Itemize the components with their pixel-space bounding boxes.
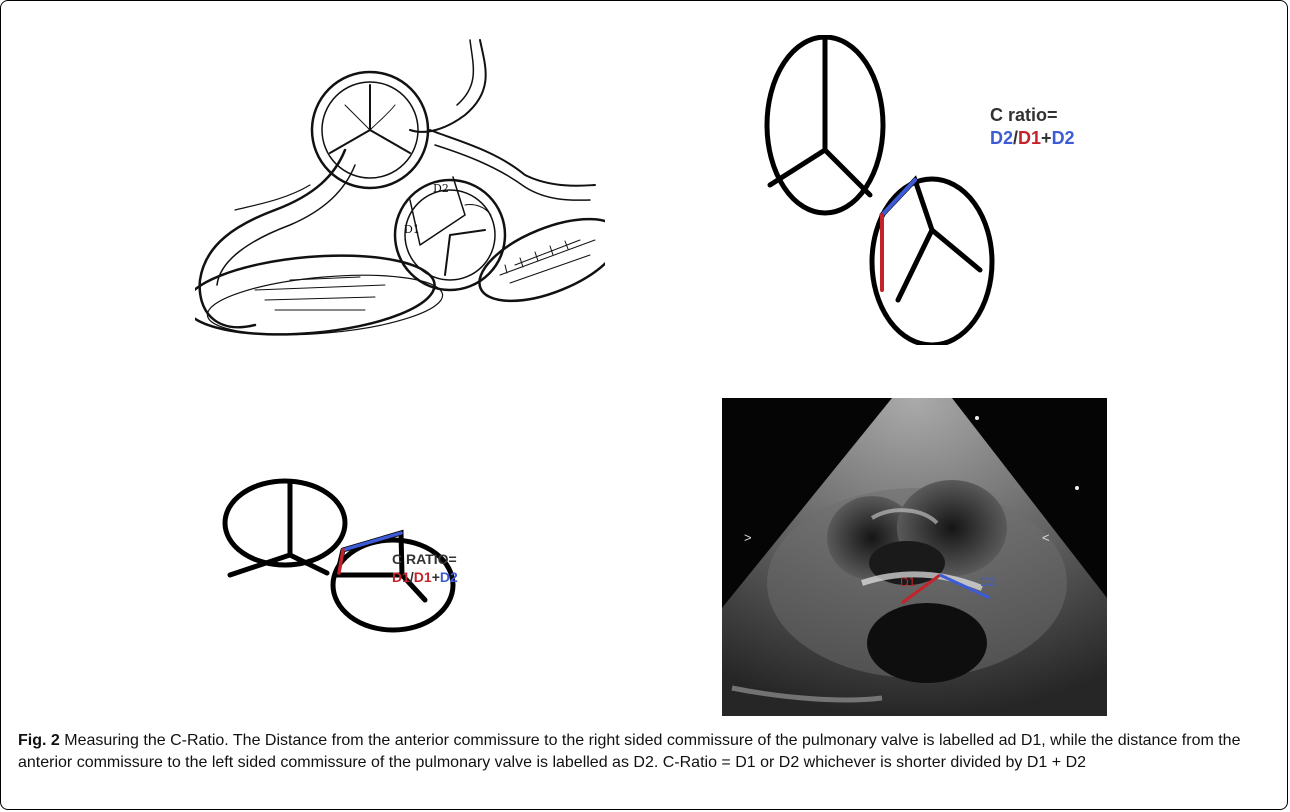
figure-caption: Fig. 2 Measuring the C-Ratio. The Distan…	[18, 730, 1273, 774]
echo-marker-right: <	[1042, 530, 1050, 545]
echocardiogram-image: D1 D2 > <	[722, 398, 1107, 716]
echo-label-d2: D2	[980, 575, 996, 589]
formula-plus: +	[1041, 128, 1052, 148]
anatomy-illustration: D2 D1	[195, 35, 605, 365]
formula-numerator: D2	[990, 128, 1013, 148]
formula-d2: D2	[440, 569, 458, 585]
figure-label: Fig. 2	[18, 732, 60, 749]
c-ratio-formula-d2: C ratio= D2/D1+D2	[990, 104, 1075, 149]
c-ratio-formula-d1: C RATIO= D1/D1+D2	[392, 551, 458, 586]
formula-d1: D1	[414, 569, 432, 585]
formula-numerator: D1	[392, 569, 410, 585]
figure-caption-text: Measuring the C-Ratio. The Distance from…	[18, 732, 1240, 771]
formula-d2: D2	[1052, 128, 1075, 148]
formula-heading: C RATIO=	[392, 551, 458, 569]
schematic-d2-ratio	[760, 35, 1060, 345]
anatomy-label-d2: D2	[433, 182, 449, 195]
d2-segment	[882, 180, 915, 215]
formula-heading: C ratio=	[990, 104, 1075, 127]
d1-segment	[339, 550, 343, 573]
formula-plus: +	[432, 569, 440, 585]
echo-label-d1: D1	[900, 575, 916, 589]
echo-marker-left: >	[744, 530, 752, 545]
formula-d1: D1	[1018, 128, 1041, 148]
anatomy-label-d1: D1	[404, 223, 420, 236]
